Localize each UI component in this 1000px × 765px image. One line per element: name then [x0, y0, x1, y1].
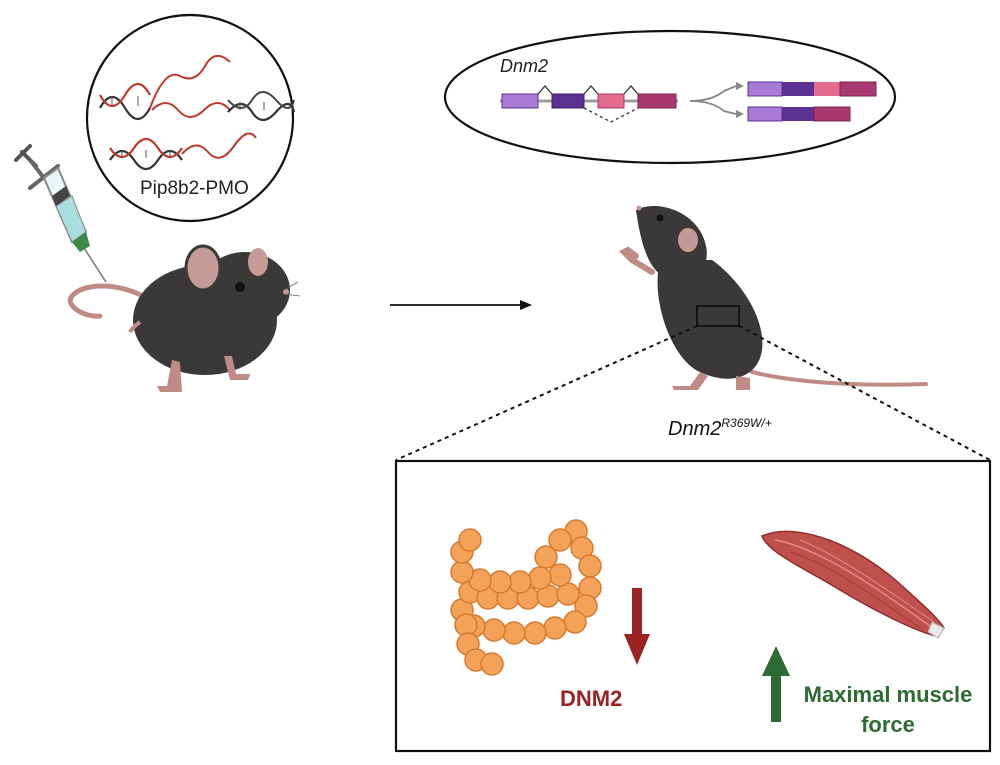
- protein-bead: [578, 554, 602, 578]
- protein-bead: [482, 618, 506, 642]
- pmo-circle: [85, 13, 296, 223]
- dna-helix-icon: [109, 132, 257, 171]
- dna-helix-icon: [99, 55, 231, 121]
- process-arrow: [390, 300, 532, 310]
- protein-bead: [480, 652, 504, 676]
- up-arrow-icon: [762, 646, 790, 722]
- protein-bead: [508, 570, 532, 594]
- protein-bead: [450, 560, 474, 584]
- mouse-icon: [618, 205, 928, 390]
- zoom-region-box: [696, 305, 740, 327]
- protein-bead: [534, 545, 558, 569]
- protein-bead: [543, 616, 567, 640]
- protein-bead: [574, 594, 598, 618]
- muscle-icon: [761, 530, 945, 639]
- dnm2-outcome-label: DNM2: [560, 686, 623, 711]
- protein-bead: [563, 610, 587, 634]
- zoom-line-right: [738, 325, 991, 461]
- protein-bead: [528, 566, 552, 590]
- protein-chain-icon: [450, 519, 602, 676]
- protein-bead: [548, 528, 572, 552]
- down-arrow-icon: [624, 588, 650, 665]
- syringe-icon: [14, 144, 107, 283]
- protein-bead: [523, 621, 547, 645]
- protein-bead: [548, 563, 572, 587]
- protein-bead: [488, 570, 512, 594]
- protein-bead: [458, 528, 482, 552]
- zoom-line-left: [395, 325, 698, 461]
- gene-label: Dnm2: [500, 56, 549, 76]
- mouse-icon: [67, 244, 301, 392]
- dna-helix-icon: [151, 91, 296, 122]
- genotype-allele: R369W/+: [721, 416, 772, 430]
- pmo-label: Pip8b2-PMO: [140, 178, 249, 199]
- force-outcome-label: Maximal muscle force: [803, 682, 973, 737]
- protein-bead: [502, 621, 526, 645]
- genotype-base: Dnm2: [668, 418, 722, 440]
- splicing-ellipse: [443, 29, 897, 165]
- mouse-genotype-label: Dnm2R369W/+: [668, 416, 772, 441]
